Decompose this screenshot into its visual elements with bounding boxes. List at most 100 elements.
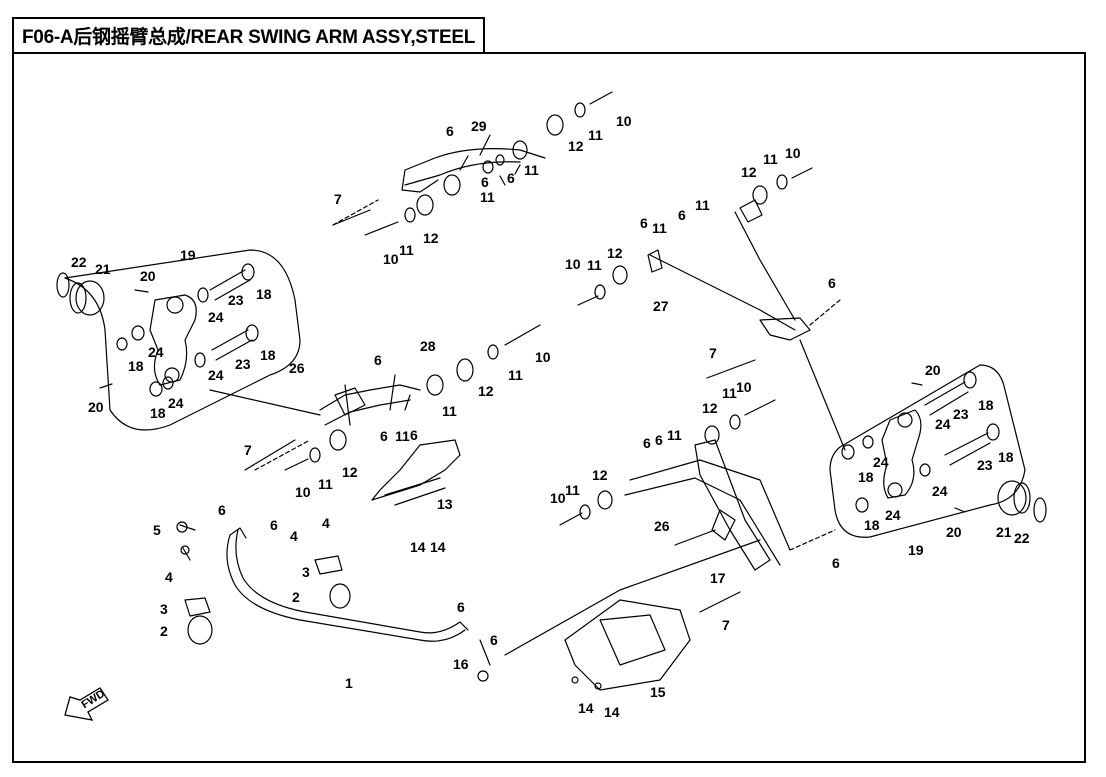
left-knuckle: [56, 263, 259, 397]
lower-arm-28: [209, 324, 541, 471]
right-knuckle: [841, 371, 1047, 523]
title-box: F06-A后钢摇臂总成/REAR SWING ARM ASSY,STEEL: [12, 17, 486, 54]
callout-23: 23: [228, 292, 244, 308]
callout-11: 11: [480, 189, 495, 205]
callout-24: 24: [873, 454, 889, 470]
callout-27: 27: [653, 298, 669, 314]
callout-10: 10: [383, 251, 399, 267]
drawing-frame: [12, 52, 1086, 763]
upper-arm-29: [332, 91, 613, 236]
callout-22: 22: [1014, 530, 1030, 546]
callout-11: 11: [395, 428, 410, 444]
callout-12: 12: [702, 400, 718, 416]
callout-12: 12: [423, 230, 439, 246]
callout-6: 6: [218, 502, 226, 518]
callout-20: 20: [140, 268, 156, 284]
callout-11: 11: [565, 482, 580, 498]
callout-10: 10: [785, 145, 801, 161]
callout-28: 28: [420, 338, 436, 354]
callout-24: 24: [168, 395, 184, 411]
callout-19: 19: [180, 247, 196, 263]
callout-6: 6: [640, 215, 648, 231]
callout-10: 10: [736, 379, 752, 395]
callout-7: 7: [709, 345, 717, 361]
callout-12: 12: [478, 383, 494, 399]
callout-11: 11: [588, 127, 603, 143]
callout-6: 6: [380, 428, 388, 444]
callout-18: 18: [260, 347, 276, 363]
callout-17: 17: [710, 570, 726, 586]
callout-4: 4: [165, 569, 173, 585]
callout-18: 18: [978, 397, 994, 413]
callout-7: 7: [722, 617, 730, 633]
callout-11: 11: [763, 151, 778, 167]
callout-14: 14: [578, 700, 594, 716]
callout-1: 1: [345, 675, 353, 691]
skid-plate-15: [564, 599, 691, 691]
callout-2: 2: [160, 623, 168, 639]
callout-14: 14: [430, 539, 446, 555]
callout-20: 20: [925, 362, 941, 378]
callout-11: 11: [508, 367, 523, 383]
callout-19: 19: [908, 542, 924, 558]
left-knuckle-panel: [64, 249, 301, 431]
callout-10: 10: [565, 256, 581, 272]
callout-6: 6: [410, 427, 418, 443]
right-knuckle-panel: [829, 364, 1026, 538]
page-title: F06-A后钢摇臂总成/REAR SWING ARM ASSY,STEEL: [22, 27, 476, 48]
callout-26: 26: [289, 360, 305, 376]
callout-3: 3: [160, 601, 168, 617]
callout-20: 20: [88, 399, 104, 415]
callout-16: 16: [453, 656, 469, 672]
callout-6: 6: [457, 599, 465, 615]
callout-6: 6: [446, 123, 454, 139]
callout-11: 11: [442, 403, 457, 419]
callout-7: 7: [244, 442, 252, 458]
callout-24: 24: [932, 483, 948, 499]
callout-6: 6: [828, 275, 836, 291]
callout-6: 6: [481, 174, 489, 190]
callout-24: 24: [148, 344, 164, 360]
callout-11: 11: [587, 257, 602, 273]
callout-10: 10: [616, 113, 632, 129]
callout-13: 13: [437, 496, 453, 512]
callout-11: 11: [524, 162, 539, 178]
callout-21: 21: [996, 524, 1012, 540]
callout-23: 23: [977, 457, 993, 473]
callout-26: 26: [654, 518, 670, 534]
callout-18: 18: [998, 449, 1014, 465]
callout-29: 29: [471, 118, 487, 134]
skid-plate-13: [371, 439, 461, 506]
callout-21: 21: [95, 261, 111, 277]
callout-15: 15: [650, 684, 666, 700]
callout-24: 24: [208, 309, 224, 325]
callout-10: 10: [550, 490, 566, 506]
callout-23: 23: [235, 356, 251, 372]
callout-11: 11: [399, 242, 414, 258]
callout-6: 6: [832, 555, 840, 571]
callout-6: 6: [678, 207, 686, 223]
callout-11: 11: [695, 197, 710, 213]
callout-7: 7: [334, 191, 342, 207]
callout-18: 18: [128, 358, 144, 374]
fwd-arrow: FWD: [64, 687, 109, 721]
callout-12: 12: [592, 467, 608, 483]
upper-a-arm-27: [577, 167, 846, 451]
callout-18: 18: [858, 469, 874, 485]
callout-14: 14: [410, 539, 426, 555]
stabilizer-bar: [176, 521, 761, 682]
callout-20: 20: [946, 524, 962, 540]
callout-6: 6: [643, 435, 651, 451]
callout-6: 6: [490, 632, 498, 648]
callout-12: 12: [342, 464, 358, 480]
callout-6: 6: [655, 432, 663, 448]
callout-11: 11: [722, 385, 737, 401]
callout-24: 24: [935, 416, 951, 432]
callout-24: 24: [208, 367, 224, 383]
callout-4: 4: [322, 515, 330, 531]
callout-11: 11: [667, 427, 682, 443]
lower-a-arm-17: [559, 399, 836, 571]
callout-24: 24: [885, 507, 901, 523]
